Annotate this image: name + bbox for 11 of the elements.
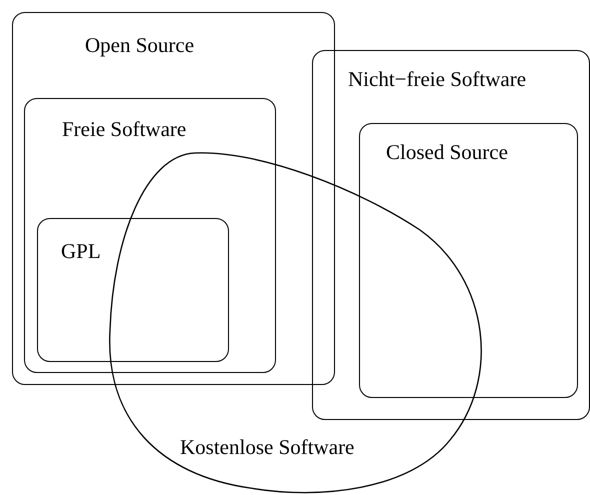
set-label: Nicht−freie Software (348, 69, 526, 90)
set-region (12, 12, 335, 385)
set-region (37, 218, 229, 362)
set-label: Closed Source (386, 142, 508, 163)
set-region (24, 98, 276, 373)
set-region (359, 123, 578, 398)
set-region (312, 50, 590, 420)
set-label: GPL (61, 241, 101, 262)
set-label: Freie Software (62, 119, 186, 140)
set-label: Kostenlose Software (180, 437, 354, 458)
set-label: Open Source (85, 35, 194, 56)
